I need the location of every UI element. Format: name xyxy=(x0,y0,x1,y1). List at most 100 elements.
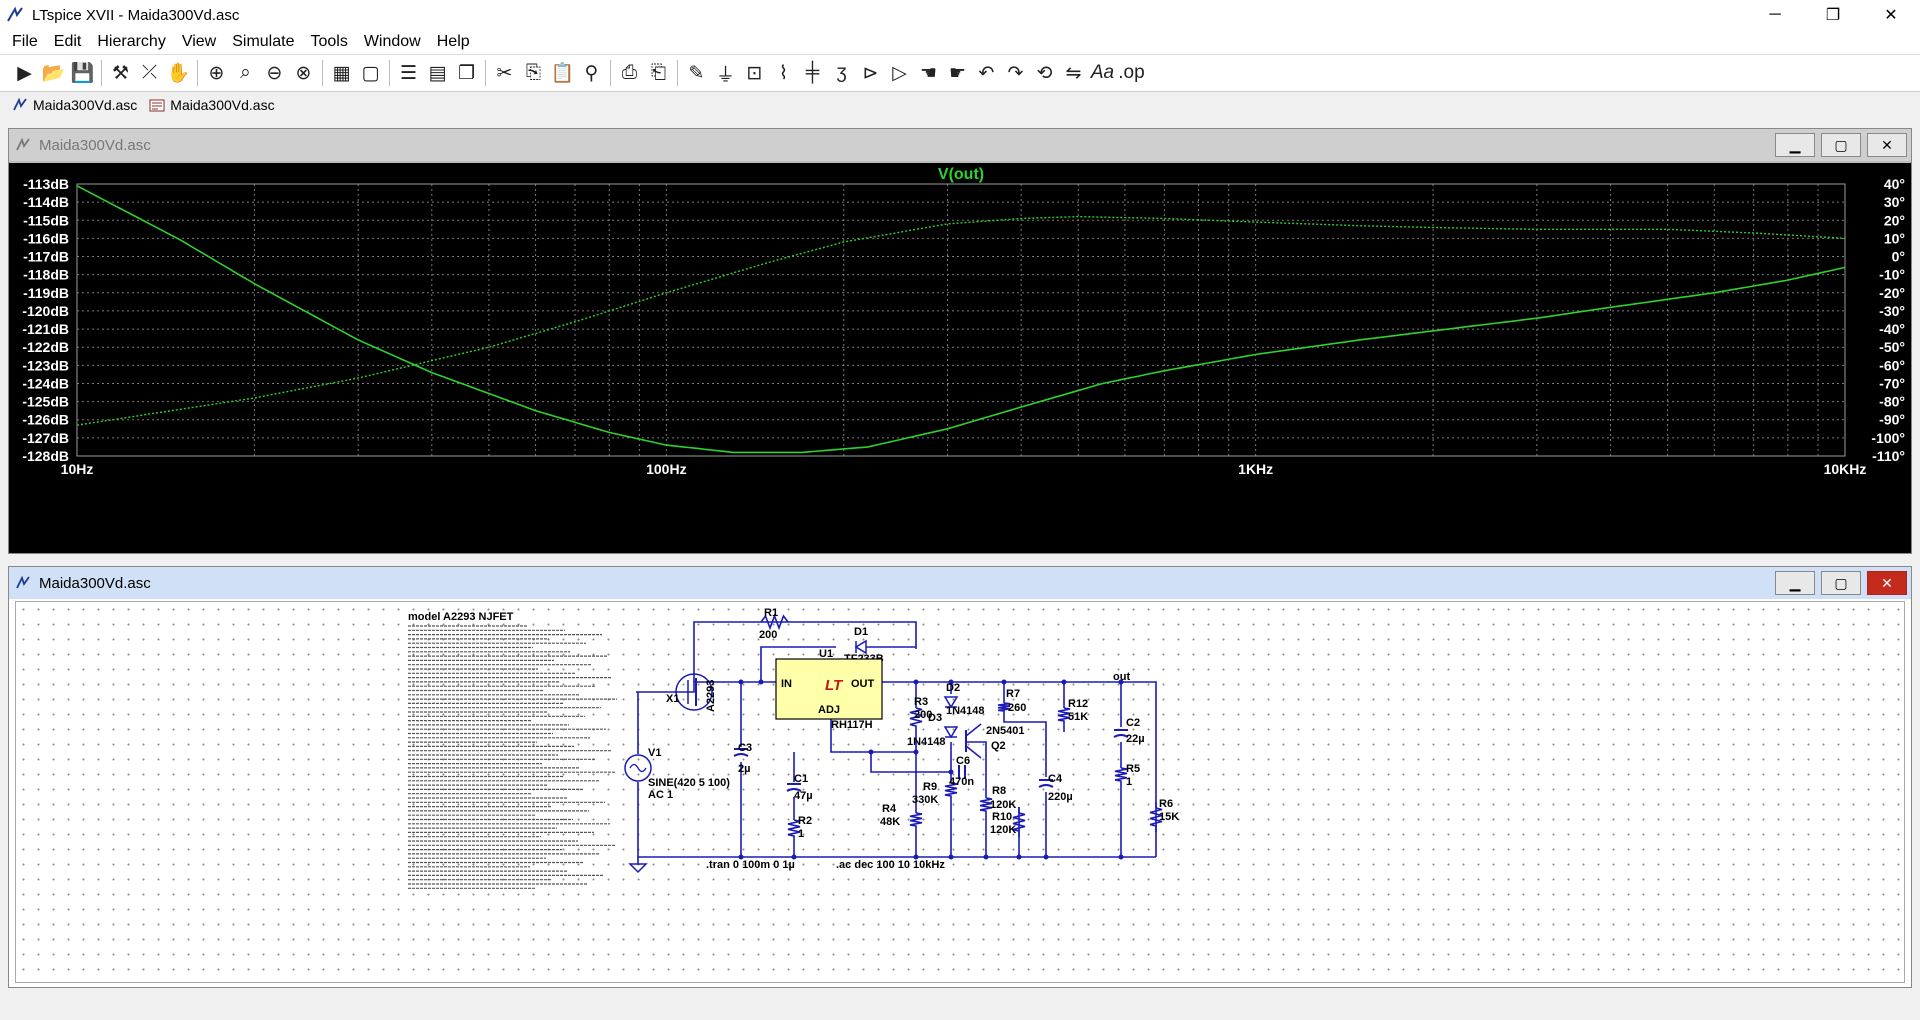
ground-icon[interactable]: ⏚ xyxy=(715,64,735,86)
resistor-symbol xyxy=(944,782,958,802)
probe-icon[interactable]: ⤫ xyxy=(141,62,158,83)
print-icon[interactable]: ⎙ xyxy=(621,62,638,83)
redo-icon[interactable]: ↷ xyxy=(1007,62,1024,84)
c4-ref: C4 xyxy=(1048,773,1063,785)
run-icon[interactable]: ▶ xyxy=(17,62,32,84)
q2-emitter xyxy=(965,723,982,737)
toolbar-separator xyxy=(101,60,102,86)
title-bar: LTspice XVII - Maida300Vd.asc ─ ❐ ✕ xyxy=(0,0,1920,30)
control-panel-icon[interactable]: ⚒ xyxy=(111,62,130,84)
undo-icon[interactable]: ↶ xyxy=(978,62,995,84)
y-tick-label-deg: -20° xyxy=(1879,285,1905,301)
zoom-fit-icon[interactable]: ⊗ xyxy=(295,62,312,84)
pan-hand-icon[interactable]: ✋ xyxy=(166,63,191,84)
net-label-out: out xyxy=(1113,671,1130,683)
y-tick-label-deg: 30° xyxy=(1884,194,1905,210)
drag-icon[interactable]: ☛ xyxy=(948,62,967,84)
menu-view[interactable]: View xyxy=(181,33,217,50)
y-tick-label-deg: -60° xyxy=(1879,357,1905,373)
diode-symbol xyxy=(943,726,959,739)
schematic-canvas[interactable]: model A2293 NJFETR1200D1TF233BU1INOUTADJ… xyxy=(15,601,1905,983)
resistor-symbol xyxy=(787,819,801,842)
autorange-icon[interactable]: ▦ xyxy=(332,62,351,84)
tile-vertical-icon[interactable]: ▤ xyxy=(428,62,447,84)
schematic-drawing[interactable]: model A2293 NJFETR1200D1TF233BU1INOUTADJ… xyxy=(16,602,1904,982)
close-button[interactable]: ✕ xyxy=(1884,7,1898,24)
r9-value: 330K xyxy=(912,794,938,806)
schematic-close-button[interactable]: ✕ xyxy=(1867,571,1907,595)
x-tick-label: 1KHz xyxy=(1238,461,1273,477)
zoom-area-icon[interactable]: ⌕ xyxy=(240,62,251,83)
waveform-maximize-button[interactable]: ▢ xyxy=(1821,133,1861,157)
wire xyxy=(882,681,1157,857)
move-icon[interactable]: ☚ xyxy=(919,62,938,84)
junction-dot xyxy=(913,854,919,860)
r1-value: 200 xyxy=(759,629,777,641)
tran-directive: .tran 0 100m 0 1µ xyxy=(706,859,795,871)
copy-icon[interactable]: ⎘ xyxy=(525,62,542,83)
x-tick-label: 10Hz xyxy=(61,461,94,477)
menu-simulate[interactable]: Simulate xyxy=(232,33,295,50)
resistor-icon[interactable]: ⌇ xyxy=(778,62,789,84)
menu-edit[interactable]: Edit xyxy=(53,33,82,50)
junction-dot xyxy=(738,854,744,860)
v1-source-symbol xyxy=(624,754,652,782)
paste-icon[interactable]: 📋 xyxy=(550,63,575,84)
draw-wire-icon[interactable]: ✎ xyxy=(688,62,705,84)
wire xyxy=(830,712,916,753)
tab-waveform[interactable]: Maida300Vd.asc xyxy=(6,97,143,113)
u1-pin-adj: ADJ xyxy=(818,704,840,716)
restore-button[interactable]: ❐ xyxy=(1825,7,1841,24)
d3-value: 1N4148 xyxy=(907,736,946,748)
capacitor-plate xyxy=(1113,734,1129,738)
component-icon[interactable]: ▷ xyxy=(892,62,907,84)
cut-icon[interactable]: ✂ xyxy=(496,62,513,84)
diode-icon[interactable]: ⊳ xyxy=(862,62,879,84)
cascade-icon[interactable]: ❐ xyxy=(457,62,476,84)
zoom-out-icon[interactable]: ⊖ xyxy=(266,62,283,84)
rotate-icon[interactable]: ⟲ xyxy=(1036,62,1053,84)
label-net-icon[interactable]: ⊡ xyxy=(746,62,763,84)
y-tick-label-deg: 40° xyxy=(1884,176,1905,192)
waveform-close-button[interactable]: ✕ xyxy=(1867,133,1907,157)
capacitor-icon[interactable]: ╪ xyxy=(805,62,820,83)
menu-help[interactable]: Help xyxy=(436,33,470,50)
waveform-minimize-button[interactable]: ▁ xyxy=(1775,133,1815,157)
open-icon[interactable]: 📂 xyxy=(41,63,66,84)
menu-tools[interactable]: Tools xyxy=(310,33,348,50)
y-tick-label-db: -121dB xyxy=(22,321,69,337)
text-icon[interactable]: Aa xyxy=(1090,62,1115,83)
minimize-button[interactable]: ─ xyxy=(1769,6,1781,23)
find-icon[interactable]: ⚲ xyxy=(584,62,599,84)
inductor-icon[interactable]: ʒ xyxy=(836,62,847,83)
wire xyxy=(636,681,776,693)
d2-ref: D2 xyxy=(946,682,960,694)
plot-border xyxy=(76,183,1846,457)
y-tick-label-db: -128dB xyxy=(22,448,69,464)
spice-directive-icon[interactable]: .op xyxy=(1118,62,1145,83)
schematic-icon xyxy=(149,99,165,112)
menu-file[interactable]: File xyxy=(12,33,38,50)
y-tick-label-deg: 10° xyxy=(1884,230,1905,246)
save-icon[interactable]: 💾 xyxy=(70,63,95,84)
tab-schematic[interactable]: Maida300Vd.asc xyxy=(143,97,280,113)
waveform-window-titlebar: Maida300Vd.asc ▁ ▢ ✕ xyxy=(9,129,1911,161)
menu-window[interactable]: Window xyxy=(363,33,421,50)
r3-value: 200 xyxy=(914,709,932,721)
toolbar-separator xyxy=(677,60,678,86)
junction-dot xyxy=(1016,854,1022,860)
tile-horizontal-icon[interactable]: ☰ xyxy=(399,62,418,84)
waveform-plot-area[interactable]: V(out)-113dB-114dB-115dB-116dB-117dB-118… xyxy=(9,163,1911,553)
u1-logo: LT xyxy=(825,677,844,694)
print-preview-icon[interactable]: ⎗ xyxy=(650,62,667,83)
menu-bar: File Edit Hierarchy View Simulate Tools … xyxy=(0,30,1920,54)
schematic-minimize-button[interactable]: ▁ xyxy=(1775,571,1815,595)
v1-value2: AC 1 xyxy=(648,789,673,801)
mirror-icon[interactable]: ⇋ xyxy=(1065,62,1082,84)
bode-plot[interactable]: V(out)-113dB-114dB-115dB-116dB-117dB-118… xyxy=(9,163,1911,553)
zoom-in-icon[interactable]: ⊕ xyxy=(208,62,225,84)
wire xyxy=(760,646,836,682)
schematic-maximize-button[interactable]: ▢ xyxy=(1821,571,1861,595)
delete-trace-icon[interactable]: ▢ xyxy=(361,62,380,84)
menu-hierarchy[interactable]: Hierarchy xyxy=(97,33,166,50)
